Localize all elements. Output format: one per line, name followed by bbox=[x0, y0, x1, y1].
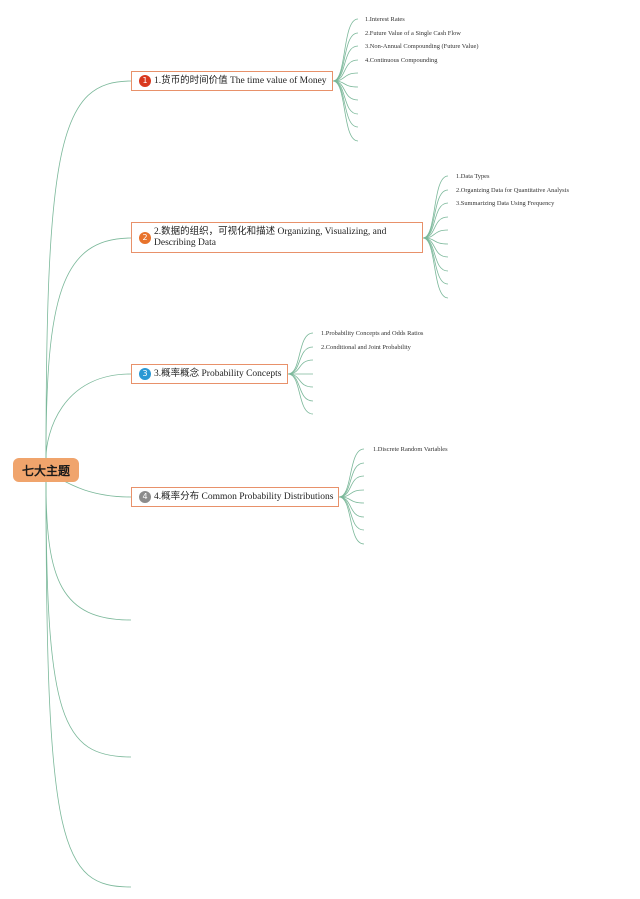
sub-branch-t2-8 bbox=[422, 237, 449, 272]
branch-line-5 bbox=[45, 481, 132, 621]
subtopic-interest-rates[interactable]: 1.Interest Rates bbox=[365, 16, 405, 23]
sub-branch-t3-2 bbox=[287, 346, 314, 375]
topic-number-badge: 3 bbox=[139, 368, 151, 380]
subtopic-continuous-compounding[interactable]: 4.Continuous Compounding bbox=[365, 57, 438, 64]
branch-line-6 bbox=[45, 481, 132, 758]
sub-branch-t3-5 bbox=[287, 373, 314, 388]
topic-label: 3.概率概念 Probability Concepts bbox=[154, 368, 282, 379]
branch-line-2 bbox=[45, 237, 132, 459]
topic-probability-distributions[interactable]: 4 4.概率分布 Common Probability Distribution… bbox=[131, 487, 339, 507]
sub-branch-t2-4 bbox=[422, 216, 449, 239]
subtopic-data-types[interactable]: 1.Data Types bbox=[456, 173, 490, 180]
sub-branch-t1-4 bbox=[332, 59, 359, 82]
topic-number-badge: 2 bbox=[139, 231, 151, 244]
sub-branch-t1-2 bbox=[332, 32, 359, 82]
topic-label: 4.概率分布 Common Probability Distributions bbox=[154, 491, 334, 502]
sub-branch-t2-9 bbox=[422, 237, 449, 285]
topic-organizing-data[interactable]: 2 2.数据的组织，可视化和描述 Organizing, Visualizing… bbox=[131, 222, 423, 253]
sub-branch-t3-7 bbox=[287, 373, 314, 415]
root-topic[interactable]: 七大主题 bbox=[13, 458, 79, 482]
sub-branch-t4-1 bbox=[338, 448, 365, 498]
topic-number-badge: 4 bbox=[139, 491, 151, 503]
subtopic-organizing-data[interactable]: 2.Organizing Data for Quantitative Analy… bbox=[456, 187, 569, 194]
branch-line-3 bbox=[45, 373, 132, 459]
subtopic-summarizing-data[interactable]: 3.Summarizing Data Using Frequency bbox=[456, 200, 555, 207]
sub-branch-t1-1 bbox=[332, 18, 359, 82]
sub-branch-t2-10 bbox=[422, 237, 449, 299]
sub-branch-t1-7 bbox=[332, 80, 359, 101]
subtopic-non-annual-compounding[interactable]: 3.Non-Annual Compounding (Future Value) bbox=[365, 43, 479, 50]
sub-branch-t1-8 bbox=[332, 80, 359, 115]
topic-probability-concepts[interactable]: 3 3.概率概念 Probability Concepts bbox=[131, 364, 288, 384]
subtopic-future-value[interactable]: 2.Future Value of a Single Cash Flow bbox=[365, 30, 461, 37]
branch-line-1 bbox=[45, 80, 132, 459]
sub-branch-t2-2 bbox=[422, 189, 449, 239]
sub-branch-t1-10 bbox=[332, 80, 359, 142]
sub-branch-t4-8 bbox=[338, 496, 365, 545]
sub-branch-t4-2 bbox=[338, 462, 365, 498]
topic-number-badge: 1 bbox=[139, 75, 151, 87]
subtopic-odds-ratios[interactable]: 1.Probability Concepts and Odds Ratios bbox=[321, 330, 424, 337]
sub-branch-t2-3 bbox=[422, 202, 449, 239]
sub-branch-t2-7 bbox=[422, 237, 449, 258]
subtopic-conditional-probability[interactable]: 2.Conditional and Joint Probability bbox=[321, 344, 411, 351]
sub-branch-t3-3 bbox=[287, 359, 314, 375]
topic-label: 1.货币的时间价值 The time value of Money bbox=[154, 75, 327, 86]
topic-label: 2.数据的组织，可视化和描述 Organizing, Visualizing, … bbox=[154, 226, 387, 248]
subtopic-discrete-random-variables[interactable]: 1.Discrete Random Variables bbox=[373, 446, 448, 453]
sub-branch-t1-3 bbox=[332, 45, 359, 82]
sub-branch-t2-1 bbox=[422, 175, 449, 239]
sub-branch-t1-9 bbox=[332, 80, 359, 128]
branch-line-7 bbox=[45, 481, 132, 888]
topic-time-value-of-money[interactable]: 1 1.货币的时间价值 The time value of Money bbox=[131, 71, 333, 91]
sub-branch-t3-1 bbox=[287, 332, 314, 375]
sub-branch-t4-3 bbox=[338, 475, 365, 498]
